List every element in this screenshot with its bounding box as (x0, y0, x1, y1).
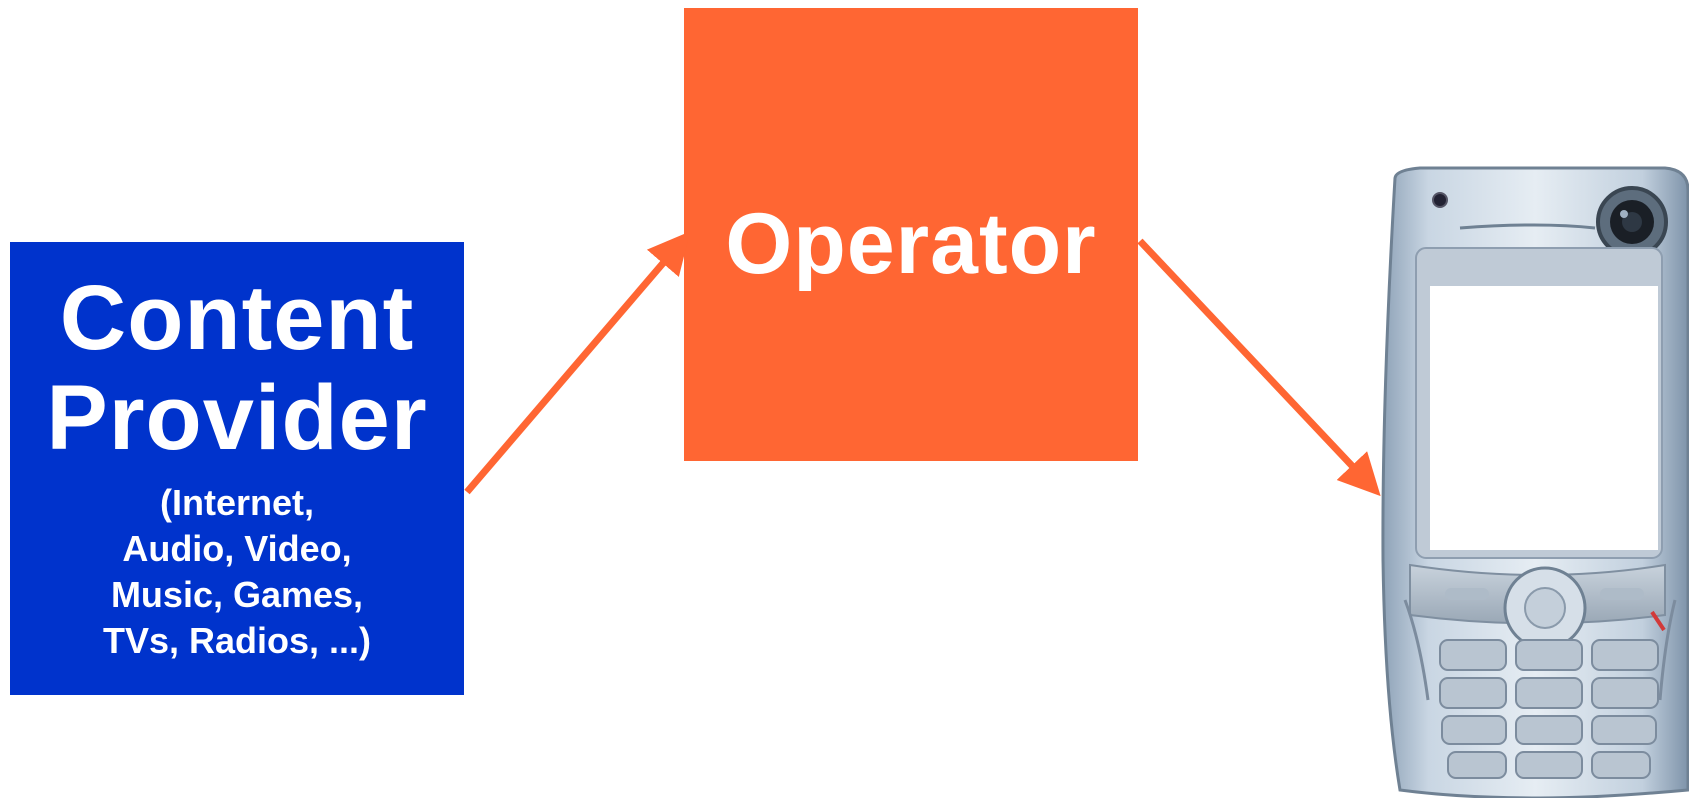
content-provider-subtitle-line: TVs, Radios, ...) (102, 620, 372, 661)
arrow-provider-to-operator (464, 231, 691, 495)
content-provider-subtitle-line: Audio, Video, (122, 528, 352, 569)
operator-label: Operator (725, 196, 1097, 292)
operator-box: Operator (684, 8, 1138, 461)
content-provider-subtitle-line: (Internet, (159, 482, 314, 523)
content-provider-box: Content Provider (Internet, Audio, Video… (10, 242, 464, 695)
content-provider-title-line1: Content (59, 267, 415, 369)
content-provider-subtitle: (Internet, Audio, Video, Music, Games, T… (10, 480, 464, 664)
content-provider-subtitle-line: Music, Games, (110, 574, 364, 615)
arrow-operator-to-phone (1137, 238, 1381, 497)
content-provider-title-line2: Provider (46, 367, 428, 469)
